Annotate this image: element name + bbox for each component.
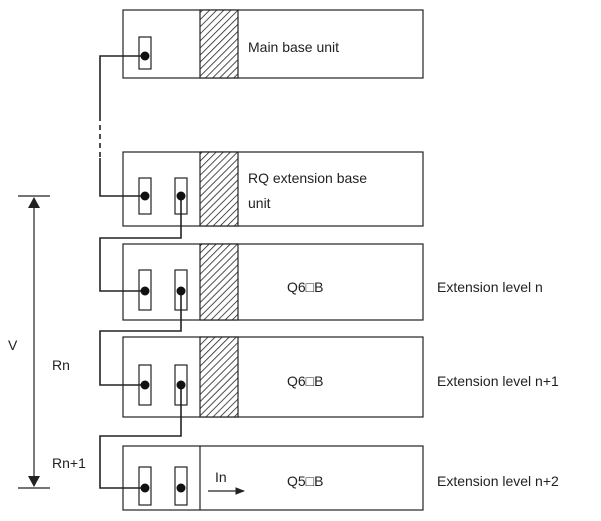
cable-segment [99,385,182,489]
extension-unit-level-n2: Q5□B In [122,445,424,511]
connection-dot [140,286,150,296]
rq-extension-label-line1: RQ extension base [248,170,367,186]
extension-level-n1-label: Extension level n+1 [437,373,559,389]
resistance-n-label: Rn [52,357,70,373]
extension-level-n2-label: Extension level n+2 [437,473,559,489]
rq-extension-base-unit: RQ extension base unit [122,151,424,227]
cable-segment [99,55,145,116]
connection-dot [176,286,186,296]
rq-extension-label-line2: unit [248,195,271,211]
current-in-label: In [215,469,227,485]
connection-dot [176,380,186,390]
power-supply-hatch [199,243,239,321]
power-supply-hatch [199,336,239,418]
extension-cables [99,55,182,489]
connection-dot [140,380,150,390]
unit-model-label: Q6□B [287,373,323,389]
cable-segment [99,196,182,292]
extension-unit-level-n: Q6□B [122,243,424,321]
connection-points [140,51,186,493]
resistance-n1-label: Rn+1 [52,455,86,471]
connection-dot [140,191,150,201]
cable-segment [99,291,182,386]
extension-level-n-label: Extension level n [437,279,543,295]
connection-dot [140,51,150,61]
power-supply-hatch [199,9,239,79]
unit-model-label: Q5□B [287,473,323,489]
connection-dot [176,191,186,201]
power-supply-hatch [199,151,239,227]
connection-dot [176,483,186,493]
voltage-span [18,195,50,489]
main-base-unit: Main base unit [122,9,424,79]
arrow-up-icon [28,197,40,208]
unit-model-label: Q6□B [287,279,323,295]
main-base-unit-label: Main base unit [248,39,339,55]
extension-unit-level-n1: Q6□B [122,336,424,418]
connection-dot [140,483,150,493]
arrow-down-icon [28,476,40,487]
cable-segment [99,158,145,197]
voltage-label: V [8,337,18,353]
